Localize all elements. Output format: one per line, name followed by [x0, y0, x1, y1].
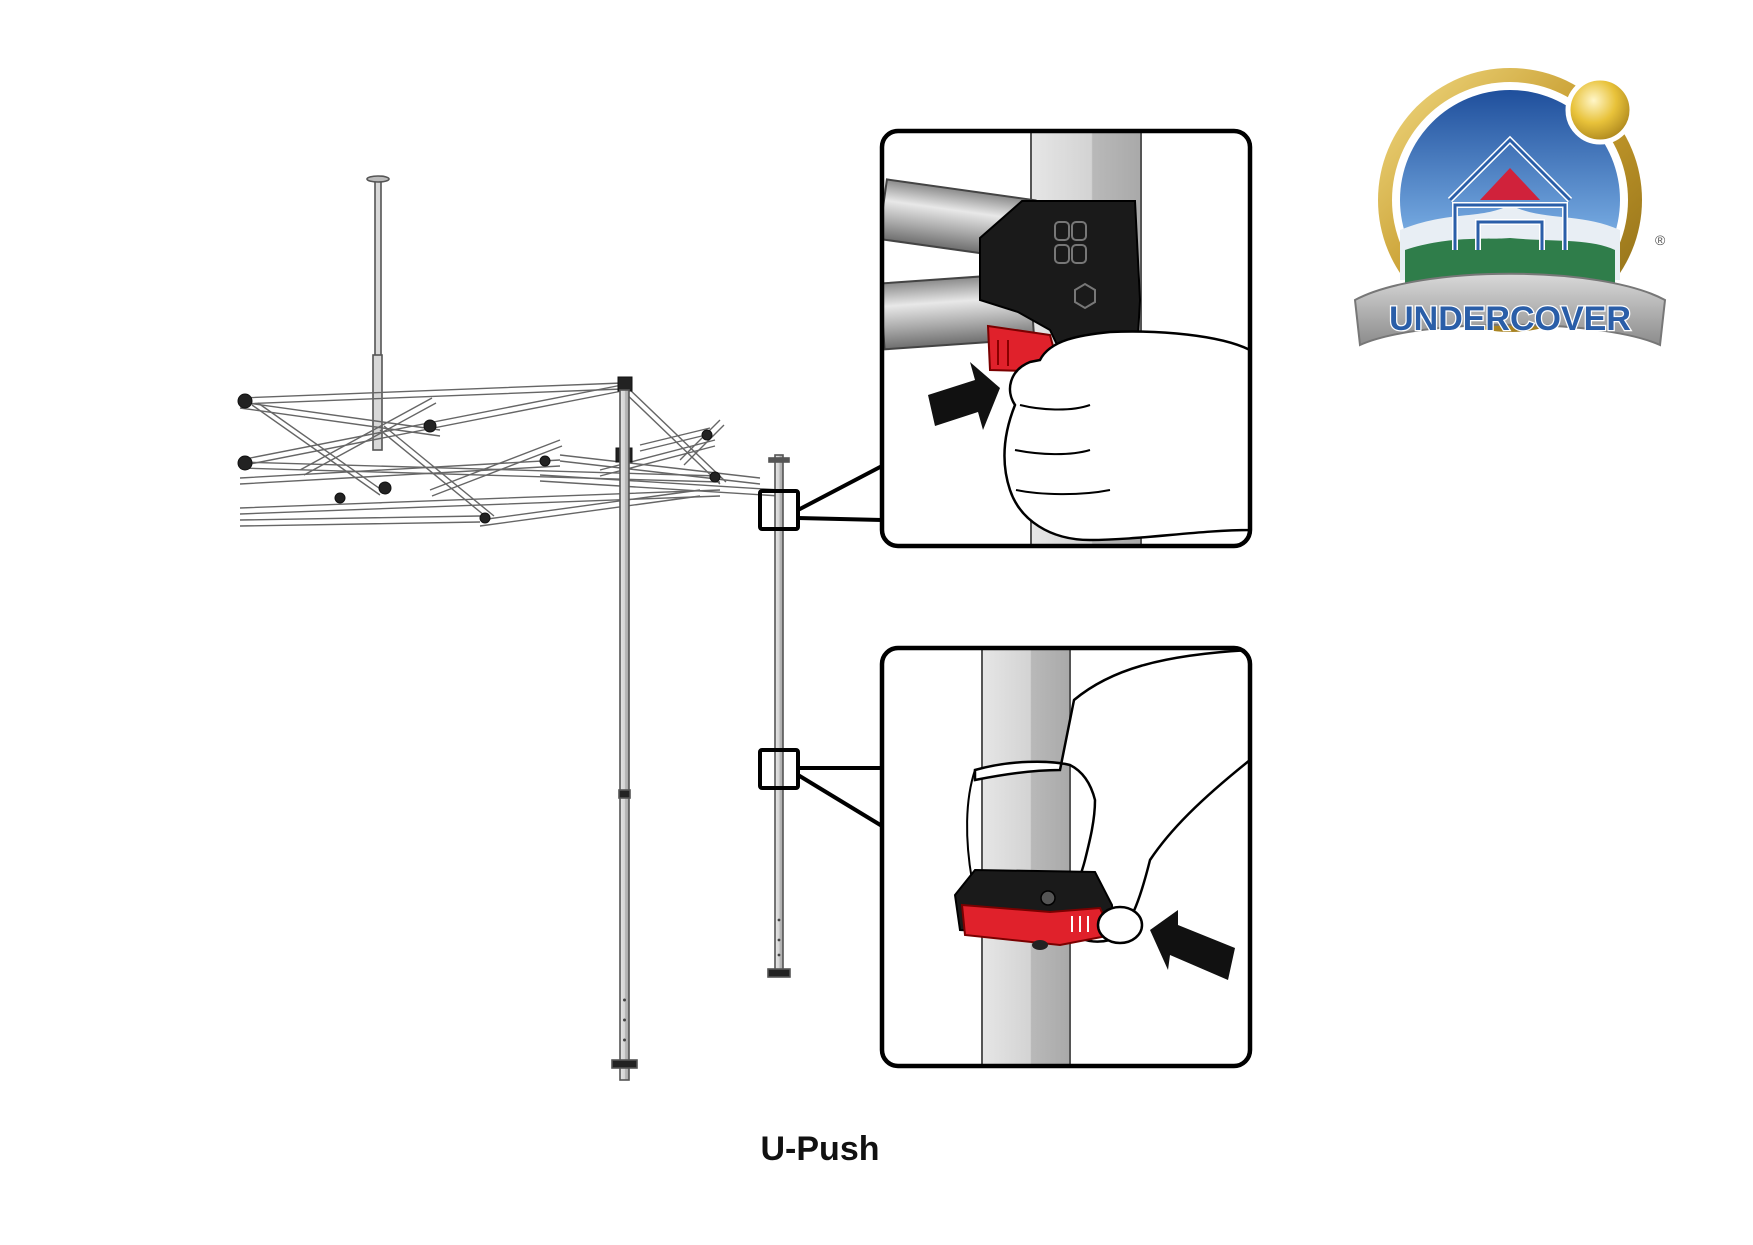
undercover-logo: UNDERCOVER ® — [1353, 68, 1667, 347]
center-pole — [374, 177, 382, 359]
upper-slider-detail — [879, 128, 1253, 549]
figure-caption: U-Push — [760, 1130, 880, 1168]
sun-icon — [1565, 75, 1635, 145]
front-left-leg — [619, 389, 630, 1081]
lower-leg-detail — [879, 645, 1253, 1069]
canopy-frame — [237, 175, 791, 1081]
hand — [1003, 330, 1250, 542]
front-right-leg — [774, 454, 784, 976]
logo-brand-text: UNDERCOVER — [1389, 300, 1631, 338]
push-arrow — [928, 362, 1000, 430]
push-arrow-lower — [1150, 910, 1235, 980]
registered-mark: ® — [1655, 232, 1666, 248]
callout-connectors — [758, 464, 884, 828]
logo-banner — [1353, 272, 1667, 347]
